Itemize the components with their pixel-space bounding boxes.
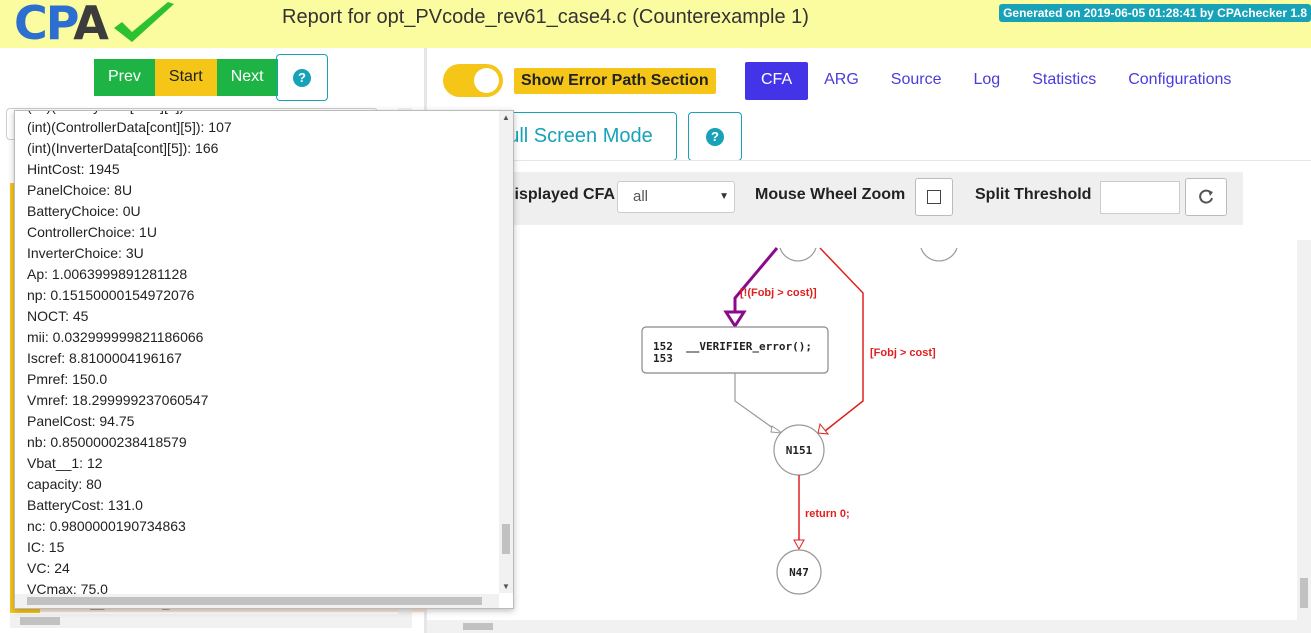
tab-configurations[interactable]: Configurations bbox=[1128, 71, 1232, 88]
tab-log[interactable]: Log bbox=[973, 71, 1001, 88]
variable-value-item: BatteryCost: 131.0 bbox=[27, 497, 143, 513]
popup-vertical-scrollbar[interactable]: ▲ ▼ bbox=[499, 111, 513, 593]
question-icon: ? bbox=[293, 68, 311, 87]
cfa-toolbar: Displayed CFA all ▼ Mouse Wheel Zoom Spl… bbox=[497, 172, 1243, 225]
edge-false-label: [!(Fobj > cost)] bbox=[740, 287, 817, 299]
variable-list: (int)(BatteryData[cont][5]): 60 (int)(Con… bbox=[27, 111, 497, 600]
navigation-button-group: Prev Start Next bbox=[94, 59, 278, 96]
right-panel: Show Error Path Section CFA ARG Source L… bbox=[427, 48, 1311, 633]
displayed-cfa-value: all bbox=[633, 188, 649, 205]
variable-value-item: Vbat__1: 12 bbox=[27, 455, 103, 471]
variable-value-item: nb: 0.8500000238418579 bbox=[27, 434, 187, 450]
chevron-down-icon: ▼ bbox=[719, 191, 729, 202]
report-tabs: CFA ARG Source Log Statistics Configurat… bbox=[745, 62, 1247, 100]
variable-value-item: Iscref: 8.8100004196167 bbox=[27, 350, 182, 366]
variable-value-item: VC: 24 bbox=[27, 560, 70, 576]
block-node-line-2: 153 bbox=[653, 352, 673, 365]
mouse-wheel-zoom-checkbox[interactable] bbox=[915, 178, 953, 216]
tab-statistics[interactable]: Statistics bbox=[1032, 71, 1097, 88]
tab-cfa[interactable]: CFA bbox=[745, 62, 809, 100]
variable-value-item: PanelChoice: 8U bbox=[27, 182, 133, 198]
arrowhead-icon bbox=[793, 539, 805, 551]
tab-source[interactable]: Source bbox=[890, 71, 942, 88]
cpachecker-logo: CPA bbox=[14, 0, 174, 50]
cfa-node-n47[interactable] bbox=[776, 549, 822, 595]
displayed-cfa-select[interactable]: all ▼ bbox=[617, 181, 735, 213]
variable-value-item: capacity: 80 bbox=[27, 476, 102, 492]
variable-value-item: PanelCost: 94.75 bbox=[27, 413, 135, 429]
checkmark-icon bbox=[114, 2, 174, 42]
node-n47-label: N47 bbox=[789, 566, 809, 579]
popup-horizontal-scrollbar[interactable] bbox=[15, 594, 499, 608]
left-horizontal-scrollbar[interactable] bbox=[10, 614, 398, 628]
edge-true-label: [Fobj > cost] bbox=[870, 347, 936, 359]
graph-vertical-scrollbar[interactable] bbox=[1297, 240, 1311, 620]
node-n151-label: N151 bbox=[786, 444, 813, 457]
variable-value-item: BatteryChoice: 0U bbox=[27, 203, 141, 219]
divider bbox=[427, 160, 1311, 161]
prev-button[interactable]: Prev bbox=[94, 59, 155, 96]
variable-value-item: VCmax: 75.0 bbox=[27, 581, 108, 597]
variable-value-item: Pmref: 150.0 bbox=[27, 371, 108, 387]
variable-value-item: np: 0.15150000154972076 bbox=[27, 287, 195, 303]
cfa-edge[interactable] bbox=[734, 373, 778, 432]
variable-value-item: Ap: 1.0063999891281128 bbox=[27, 266, 188, 282]
mouse-wheel-zoom-label: Mouse Wheel Zoom bbox=[755, 186, 906, 203]
error-path-toggle[interactable] bbox=[443, 64, 503, 97]
split-threshold-input[interactable] bbox=[1100, 181, 1180, 214]
generated-badge: Generated on 2019-06-05 01:28:41 by CPAc… bbox=[999, 4, 1311, 22]
tab-arg[interactable]: ARG bbox=[824, 71, 859, 88]
cfa-graph[interactable]: [!(Fobj > cost)] [Fobj > cost] 152 __VER… bbox=[427, 238, 1307, 628]
start-button[interactable]: Start bbox=[154, 59, 217, 96]
cfa-edge-true[interactable] bbox=[819, 247, 864, 432]
cfa-help-button[interactable]: ? bbox=[688, 112, 742, 161]
next-button[interactable]: Next bbox=[216, 59, 278, 96]
question-icon: ? bbox=[706, 127, 724, 146]
arrowhead-icon bbox=[817, 422, 830, 435]
variable-value-item: HintCost: 1945 bbox=[27, 161, 120, 177]
scroll-down-icon[interactable]: ▼ bbox=[502, 582, 510, 591]
split-threshold-label: Split Threshold bbox=[975, 186, 1092, 203]
block-node-line-1: 152 __VERIFIER_error(); bbox=[653, 340, 812, 353]
variable-value-item: (int)(ControllerData[cont][5]): 107 bbox=[27, 119, 232, 135]
edge-return-label: return 0; bbox=[805, 508, 850, 520]
variable-value-item: mii: 0.032999999821186066 bbox=[27, 329, 204, 345]
cfa-node-partial[interactable] bbox=[920, 247, 958, 262]
variable-value-item: ControllerChoice: 1U bbox=[27, 224, 157, 240]
variable-value-item: (int)(BatteryData[cont][5]): 60 bbox=[27, 111, 497, 117]
displayed-cfa-label: Displayed CFA bbox=[503, 186, 616, 203]
help-button[interactable]: ? bbox=[276, 54, 328, 101]
variable-value-item: InverterChoice: 3U bbox=[27, 245, 144, 261]
variable-value-item: NOCT: 45 bbox=[27, 308, 89, 324]
refresh-icon bbox=[1199, 189, 1213, 204]
scroll-up-icon[interactable]: ▲ bbox=[502, 113, 510, 122]
arrowhead-icon bbox=[723, 310, 747, 329]
variable-value-item: Vmref: 18.299999237060547 bbox=[27, 392, 209, 408]
cfa-edge-false[interactable] bbox=[733, 247, 779, 316]
refresh-button[interactable] bbox=[1185, 178, 1227, 216]
error-path-toggle-label[interactable]: Show Error Path Section bbox=[514, 68, 716, 94]
cfa-node-partial[interactable] bbox=[779, 247, 817, 262]
variable-values-popup: (int)(BatteryData[cont][5]): 60 (int)(Con… bbox=[14, 110, 514, 609]
graph-horizontal-scrollbar[interactable] bbox=[427, 620, 1311, 633]
variable-value-item: (int)(InverterData[cont][5]): 166 bbox=[27, 140, 219, 156]
variable-value-item: IC: 15 bbox=[27, 539, 65, 555]
page-header: CPA Report for opt_PVcode_rev61_case4.c … bbox=[0, 0, 1311, 50]
arrowhead-icon bbox=[770, 425, 784, 434]
page-title: Report for opt_PVcode_rev61_case4.c (Cou… bbox=[282, 6, 809, 28]
variable-value-item: nc: 0.9800000190734863 bbox=[27, 518, 186, 534]
